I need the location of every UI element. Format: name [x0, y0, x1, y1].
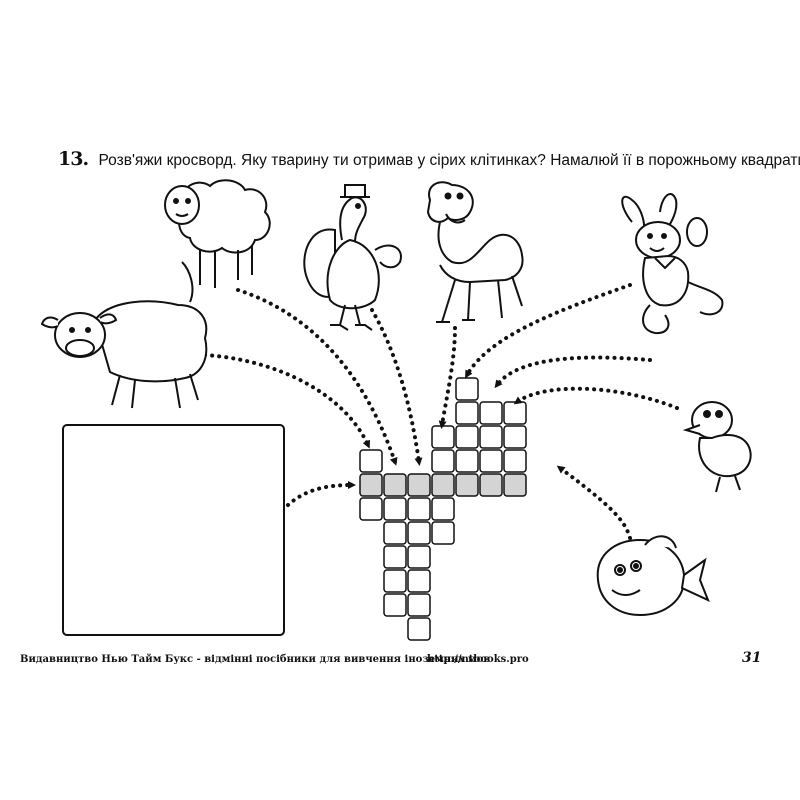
crossword-cell-highlighted[interactable] — [455, 473, 479, 497]
crossword-cell[interactable] — [359, 449, 383, 473]
fish-icon — [596, 535, 710, 617]
crossword-cell[interactable] — [455, 425, 479, 449]
crossword-cell-highlighted[interactable] — [503, 473, 527, 497]
crossword-cell[interactable] — [503, 449, 527, 473]
turkey-icon — [303, 184, 402, 331]
crossword-cell-highlighted[interactable] — [407, 473, 431, 497]
crossword-cell[interactable] — [503, 425, 527, 449]
crossword-cell[interactable] — [383, 545, 407, 569]
arrow-chick — [513, 386, 679, 410]
sheep-icon — [164, 179, 271, 288]
arrow-turkey — [370, 308, 423, 466]
crossword-cell-highlighted[interactable] — [383, 473, 407, 497]
task-instructions: Розв'яжи кросворд. Яку тварину ти отрима… — [98, 152, 800, 169]
crossword-cell-highlighted[interactable] — [431, 473, 455, 497]
footer-publisher: Видавництво Нью Тайм Букс - відмінні пос… — [20, 654, 491, 665]
crossword-cell[interactable] — [407, 617, 431, 641]
crossword-cell[interactable] — [455, 401, 479, 425]
chick-icon — [682, 401, 752, 493]
crossword-cell[interactable] — [455, 449, 479, 473]
crossword-cell[interactable] — [455, 377, 479, 401]
drawing-square[interactable] — [62, 424, 285, 636]
crossword-cell[interactable] — [383, 569, 407, 593]
arrow-square — [286, 481, 356, 507]
crossword-grid — [359, 377, 527, 641]
crossword-cell[interactable] — [479, 425, 503, 449]
dotted-arrows — [203, 283, 679, 540]
crossword-cell[interactable] — [431, 497, 455, 521]
crossword-cell[interactable] — [431, 449, 455, 473]
crossword-cell[interactable] — [431, 425, 455, 449]
task-header: 13. Розв'яжи кросворд. Яку тварину ти от… — [58, 148, 800, 170]
arrow-chick-2 — [494, 355, 652, 389]
crossword-cell[interactable] — [383, 497, 407, 521]
camel-icon — [426, 181, 524, 323]
crossword-cell-highlighted[interactable] — [359, 473, 383, 497]
cow-icon — [40, 261, 208, 409]
crossword-cell[interactable] — [383, 521, 407, 545]
crossword-cell[interactable] — [479, 449, 503, 473]
crossword-cell[interactable] — [479, 401, 503, 425]
arrow-cow — [203, 353, 370, 449]
arrow-fish — [556, 465, 632, 540]
crossword-cell[interactable] — [407, 497, 431, 521]
crossword-cell-highlighted[interactable] — [479, 473, 503, 497]
crossword-cell[interactable] — [359, 497, 383, 521]
footer-url[interactable]: http://ntbooks.pro — [427, 654, 529, 665]
crossword-cell[interactable] — [407, 545, 431, 569]
crossword-cell[interactable] — [431, 521, 455, 545]
crossword-cell[interactable] — [383, 593, 407, 617]
crossword-cell[interactable] — [503, 401, 527, 425]
crossword-cell[interactable] — [407, 593, 431, 617]
arrow-camel — [438, 326, 457, 429]
crossword-cell[interactable] — [407, 521, 431, 545]
arrow-sheep — [236, 288, 398, 466]
rabbit-icon — [621, 193, 724, 335]
crossword-cell[interactable] — [407, 569, 431, 593]
arrow-rabbit — [465, 283, 632, 379]
page-number: 31 — [742, 650, 762, 666]
task-number: 13. — [58, 148, 89, 170]
